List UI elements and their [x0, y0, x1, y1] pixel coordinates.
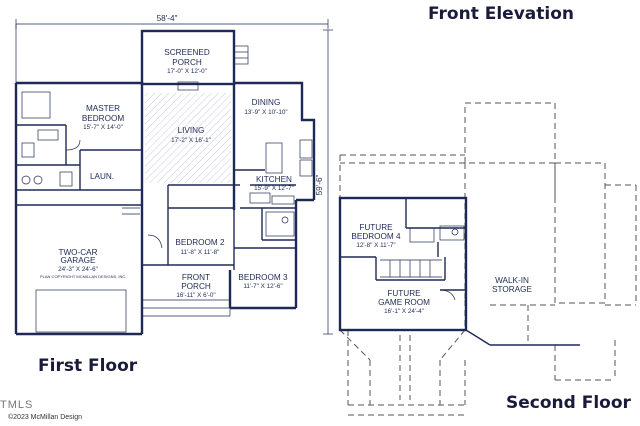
dining-name: DINING: [252, 98, 281, 107]
kitchen-size: 15'-9" X 12'-7": [254, 185, 294, 192]
garage-name: TWO-CAR: [58, 248, 97, 257]
living-name: LIVING: [178, 126, 205, 135]
future-game-room-name: FUTURE: [387, 289, 421, 298]
front-porch-name-2: PORCH: [181, 282, 211, 291]
first-floor-heading: First Floor: [38, 356, 138, 376]
garage-copyright-note: PLAN COPYRIGHT MCMILLAN DESIGNS, INC.: [40, 274, 126, 279]
master-bedroom-name-2: BEDROOM: [82, 114, 124, 123]
screened-porch-name-2: PORCH: [172, 58, 202, 67]
future-bedroom4-name: FUTURE: [359, 223, 393, 232]
first-floor-plan: [14, 19, 333, 336]
garage-name-2: GARAGE: [60, 256, 96, 265]
listing-watermark: TMLS: [0, 399, 34, 411]
bedroom2-size: 11'-8" X 11'-8": [181, 249, 220, 256]
second-floor-walls: [338, 196, 580, 346]
master-bedroom-name: MASTER: [86, 104, 120, 113]
first-floor-labels: SCREENED PORCH 17'-0" X 12'-0" MASTER BE…: [40, 14, 324, 299]
front-elevation-heading: Front Elevation: [428, 4, 574, 24]
bedroom2-name: BEDROOM 2: [175, 238, 225, 247]
living-size: 17'-2" X 16'-1": [171, 137, 211, 144]
front-porch-name: FRONT: [182, 273, 210, 282]
dining-size: 13'-9" X 10'-10": [244, 109, 287, 116]
future-bedroom4-name-2: BEDROOM 4: [351, 232, 401, 241]
walk-in-storage-name-2: STORAGE: [492, 285, 532, 294]
master-bedroom-size: 15'-7" X 14'-0": [83, 124, 123, 131]
front-porch-size: 16'-11" X 6'-0": [176, 292, 215, 299]
roof-dashed-lines: [339, 102, 637, 416]
future-bedroom4-size: 12'-8" X 11'-7": [356, 242, 395, 249]
screened-porch-size: 17'-0" X 12'-0": [167, 68, 207, 75]
overall-width-dimension: 58'-4": [157, 14, 178, 23]
garage-size: 24'-3" X 24'-6": [58, 266, 98, 273]
copyright-text: ©2023 McMillan Design: [8, 414, 83, 421]
overall-depth-dimension: 59'-6": [315, 174, 324, 195]
second-floor-labels: FUTURE BEDROOM 4 12'-8" X 11'-7" FUTURE …: [351, 223, 532, 315]
screened-porch-name: SCREENED: [164, 48, 210, 57]
bedroom3-size: 11'-7" X 12'-6": [243, 283, 282, 290]
walk-in-storage-name: WALK-IN: [495, 276, 529, 285]
future-game-room-name-2: GAME ROOM: [378, 298, 430, 307]
bedroom3-name: BEDROOM 3: [238, 273, 288, 282]
kitchen-name: KITCHEN: [256, 175, 292, 184]
future-game-room-size: 16'-1" X 24'-4": [384, 308, 424, 315]
second-floor-heading: Second Floor: [506, 393, 631, 413]
laundry-name: LAUN.: [90, 172, 114, 181]
